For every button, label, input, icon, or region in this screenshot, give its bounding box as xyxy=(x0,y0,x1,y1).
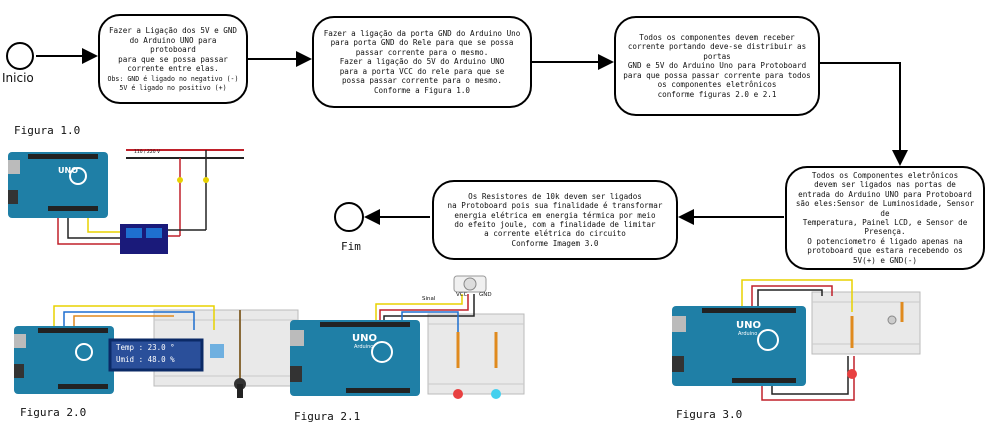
figure-1-voltage-label: 110 / 220 V xyxy=(134,150,161,155)
step-4-box: Todos os Componentes eletrônicos devem s… xyxy=(785,166,985,270)
step-4-text: Todos os Componentes eletrônicos devem s… xyxy=(795,170,975,265)
figure-2-1-board-brand: UNO xyxy=(352,333,377,344)
figure-3-board-brand: UNO xyxy=(736,320,761,331)
figure-3-board-sub: Arduino xyxy=(738,331,758,337)
step-5-box: Os Resistores de 10k devem ser ligados n… xyxy=(432,180,678,260)
step-1-box: Fazer a Ligação dos 5V e GND do Arduino … xyxy=(98,14,248,104)
figure-2-1-circuit xyxy=(290,275,525,399)
figure-2-caption: Figura 2.0 xyxy=(20,406,87,419)
figure-2-1-caption: Figura 2.1 xyxy=(294,410,361,423)
figure-1-board-brand: UNO xyxy=(58,166,78,175)
arrow-step3-to-step4 xyxy=(820,62,908,166)
step-5-text: Os Resistores de 10k devem ser ligados n… xyxy=(447,191,663,248)
step-2-text: Fazer a ligação da porta GND do Arduino … xyxy=(323,29,521,95)
start-node xyxy=(6,42,34,70)
figure-2-lcd-line2: Umid : 48.0 % xyxy=(116,355,175,364)
figure-2-1-gnd-label: GND xyxy=(479,292,492,298)
start-label: Inicio xyxy=(2,71,34,85)
figure-3-caption: Figura 3.0 xyxy=(676,408,743,421)
figure-1-circuit xyxy=(8,149,244,254)
figure-2-circuit xyxy=(14,305,299,398)
step-1-note: Obs: GND é ligado no negativo (-) 5V é l… xyxy=(107,75,239,92)
step-3-box: Todos os componentes devem receber corre… xyxy=(614,16,820,116)
figure-2-1-sinal-label: Sinal xyxy=(422,296,436,302)
figure-2-1-board-sub: Arduino xyxy=(354,344,374,350)
step-2-box: Fazer a ligação da porta GND do Arduino … xyxy=(312,16,532,108)
figure-1-caption: Figura 1.0 xyxy=(14,124,81,137)
figure-2-lcd-line1: Temp : 23.0 ° xyxy=(116,343,175,352)
figure-3-circuit xyxy=(672,279,921,401)
end-label: Fim xyxy=(341,240,361,253)
step-3-text: Todos os componentes devem receber corre… xyxy=(623,33,811,99)
figure-2-1-vcc-label: VCC xyxy=(456,292,468,298)
step-1-text: Fazer a Ligação dos 5V e GND do Arduino … xyxy=(108,26,237,73)
end-node xyxy=(334,202,364,232)
